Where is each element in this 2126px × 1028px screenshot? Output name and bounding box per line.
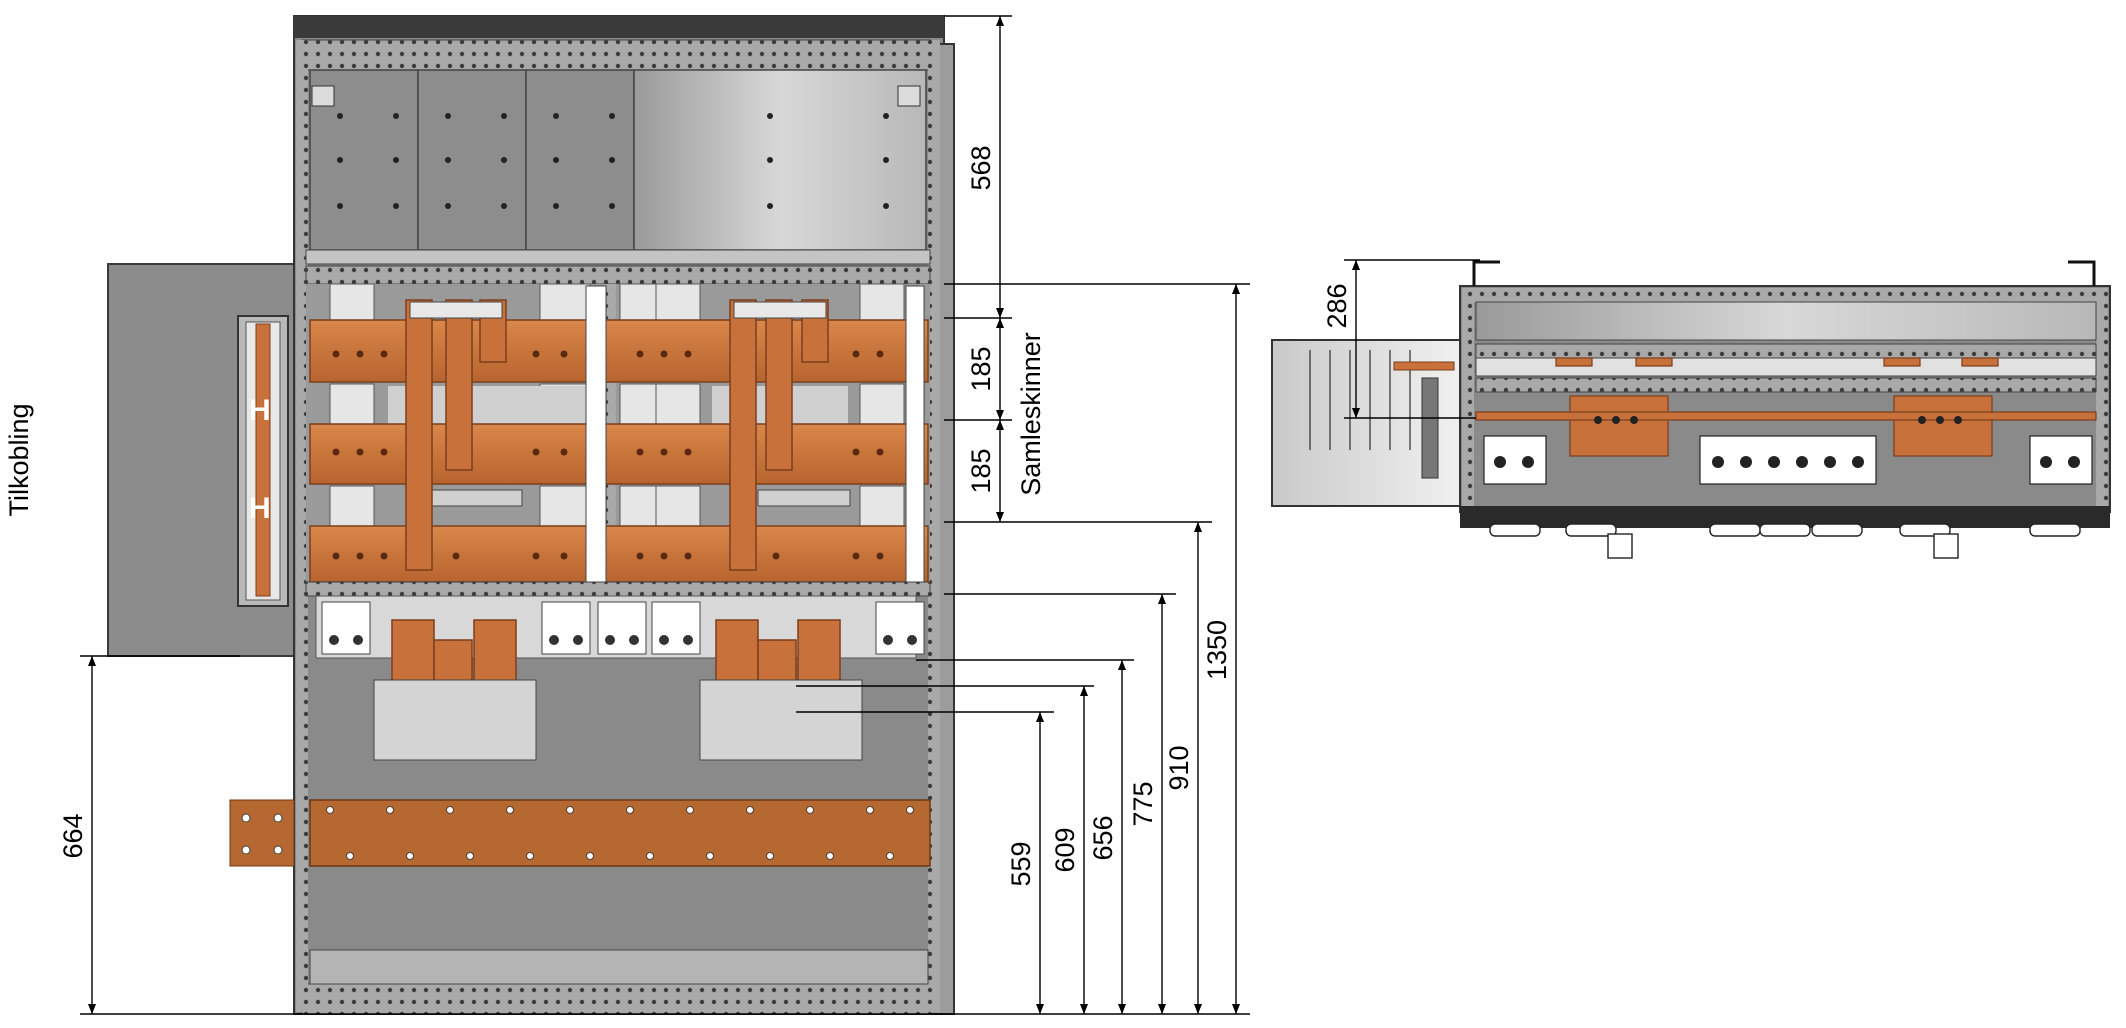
side-right-post: [2096, 290, 2108, 510]
side-top-strip: [1462, 288, 2108, 302]
label-samleskinner: Samleskinner: [1016, 332, 1046, 496]
side-left-post: [1462, 290, 1474, 510]
side-mid-strip: [1475, 343, 2097, 359]
dim-1350: 1350: [1202, 620, 1232, 680]
dim-559: 559: [1006, 841, 1036, 886]
lifting-hook-left: [1472, 260, 1500, 286]
top-plate-2: [417, 69, 527, 251]
connection-h-mark: H: [249, 394, 271, 427]
front-dimensions: 568 185 185 1350 910 775 656 609 559 664…: [4, 15, 1250, 1015]
busbar-l2: [309, 423, 929, 485]
riser-2a: [729, 299, 757, 571]
side-base-rail: [1460, 506, 2110, 528]
cabinet-top-rail: [294, 16, 944, 38]
top-plate-4: [633, 69, 927, 251]
bottom-rail: [309, 949, 929, 985]
dim-910: 910: [1164, 745, 1194, 790]
side-busbar-clamp-2: [1893, 395, 1993, 457]
dim-775: 775: [1128, 781, 1158, 826]
outgoing-clamp-2b: [797, 619, 841, 687]
dimension-arrows: [88, 16, 1240, 1014]
riser-2b: [765, 299, 793, 471]
cover-plate-right: [699, 679, 863, 761]
lower-busbar: [309, 799, 931, 867]
connection-copper-strip: [255, 323, 271, 597]
outgoing-clamp-1a: [391, 619, 435, 687]
top-divider-rail: [305, 249, 931, 265]
perforated-right-post: [928, 40, 940, 1012]
perforated-left-post: [296, 40, 308, 1012]
lifting-hook-right: [2068, 260, 2096, 286]
label-tilkobling: Tilkobling: [4, 403, 34, 516]
busbar-l3: [309, 525, 929, 583]
dim-664: 664: [58, 813, 88, 858]
dim-656: 656: [1088, 815, 1118, 860]
perforated-divider-lower: [305, 581, 931, 597]
connection-h-mark: H: [249, 492, 271, 525]
dim-286: 286: [1322, 283, 1352, 328]
busbar-l1: [309, 319, 929, 383]
outgoing-clamp-1b: [473, 619, 517, 687]
dim-185-upper: 185: [966, 346, 996, 391]
dim-568: 568: [966, 145, 996, 190]
front-view: H H: [107, 15, 955, 1015]
side-dimensions: 286: [1322, 259, 1480, 419]
perforated-top-strip: [301, 39, 931, 71]
dim-185-lower: 185: [966, 448, 996, 493]
side-view: [1271, 260, 2111, 559]
riser-1a: [405, 299, 433, 571]
cover-plate-left: [373, 679, 537, 761]
top-plate-3: [525, 69, 635, 251]
perforated-bottom-strip: [301, 983, 931, 1015]
outgoing-clamp-2a: [715, 619, 759, 687]
side-top-plate: [1475, 301, 2097, 341]
lower-busbar-stub: [229, 799, 295, 867]
side-busbar-clamp-1: [1569, 395, 1669, 457]
perforated-divider-upper: [305, 265, 931, 285]
dim-609: 609: [1050, 827, 1080, 872]
side-copper-lug: [1393, 361, 1455, 371]
riser-1b: [445, 299, 473, 471]
